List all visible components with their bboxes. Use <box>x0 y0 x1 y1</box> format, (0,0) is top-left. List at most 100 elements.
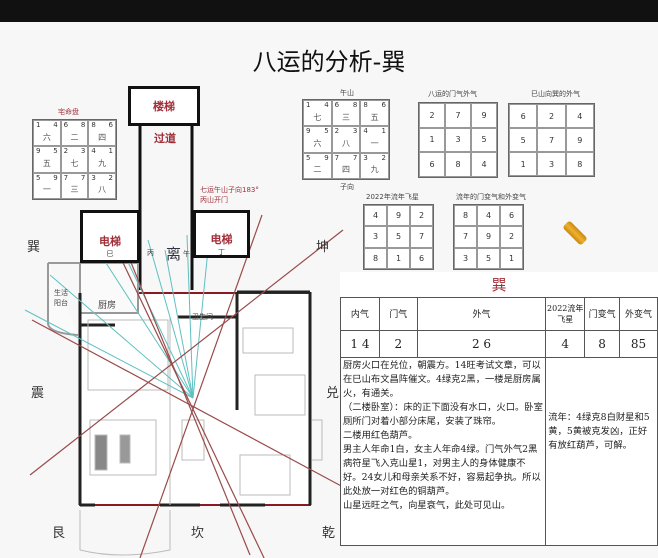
stairs-box: 楼梯 <box>128 86 200 126</box>
grid-cell: 7 <box>537 128 566 152</box>
star-number: 6 <box>108 121 113 129</box>
table-title: 巽 <box>340 272 658 298</box>
elevator-right-label: 电梯 <box>210 233 233 246</box>
period-numeral: 二 <box>70 132 79 142</box>
sight-ray <box>164 249 194 399</box>
header-cell: 门气 <box>378 296 418 331</box>
header-cell: 2022流年飞星 <box>545 296 586 331</box>
star-number: 7 <box>80 173 86 182</box>
analysis-left-text: 厨房火口在兑位，朝震方。14旺考试文章，可以在巳山布文昌阵催文。4绿克2黑，一楼… <box>339 356 547 546</box>
text-paragraph: 二楼用红色葫芦。 <box>343 429 418 441</box>
star-number: 9 <box>324 153 329 162</box>
grid-cell: 1 <box>387 247 410 269</box>
wu-chart-bottom-label: 子向 <box>340 183 354 191</box>
analysis-table: 巽 内气 门气 外气 2022流年飞星 门变气 外变气 1 4 2 2 6 4 … <box>339 272 658 546</box>
grid-cell: 2 <box>410 205 433 227</box>
direction-li: 离 <box>166 245 182 263</box>
value-cell: 8 <box>584 329 621 358</box>
grid-change-label: 流年的门变气和外变气 <box>456 193 526 201</box>
grid-cell: 5 <box>477 247 500 269</box>
sight-ray <box>192 229 211 399</box>
period-numeral: 八 <box>341 138 350 148</box>
star-number: 2 <box>108 173 113 182</box>
period-numeral: 八 <box>98 185 107 195</box>
floor-plan <box>24 125 345 558</box>
period-numeral: 二 <box>313 165 322 175</box>
grid-cell: 3 <box>445 127 471 153</box>
direction-kan: 坎 <box>191 526 205 541</box>
elevator-right: 电梯丁 <box>193 210 250 258</box>
star-number: 3 <box>91 173 96 182</box>
grid-cell: 5 <box>387 226 410 248</box>
star-number: 8 <box>363 101 368 109</box>
star-number: 7 <box>63 173 69 182</box>
grid-cell: 7 <box>410 226 433 248</box>
grid-cell: 9 <box>471 103 497 128</box>
sight-ray <box>24 309 194 399</box>
toilet-label: 卫生间 <box>192 313 213 321</box>
star-number: 6 <box>381 101 386 109</box>
bing-label: 丙 <box>147 249 154 257</box>
grid-cell: 6 <box>410 247 433 269</box>
star-number: 1 <box>381 127 386 136</box>
header-cell: 门变气 <box>584 296 621 331</box>
sight-ray <box>49 274 194 399</box>
sector-line <box>104 224 265 558</box>
elevator-left-label: 电梯 <box>99 235 121 248</box>
star-number: 1 <box>108 147 113 156</box>
grid-cell: 3 <box>364 226 387 248</box>
grid-cell: 1 <box>500 247 523 269</box>
star-number: 6 <box>334 101 340 109</box>
analysis-right-text: 流年：4绿克8白财星和5黄，5黄被克发凶，正好有放红葫芦，可解。 <box>545 356 658 546</box>
star-number: 7 <box>334 153 340 162</box>
star-number: 9 <box>36 147 41 156</box>
sight-ray <box>186 234 194 399</box>
period-numeral: 六 <box>42 132 51 142</box>
grid-cell: 2 <box>500 226 523 248</box>
star-number: 7 <box>352 153 358 162</box>
period-numeral: 六 <box>313 138 322 148</box>
grid-2022-label: 2022年流年飞星 <box>366 193 419 201</box>
period-numeral: 四 <box>98 132 107 142</box>
grid-cell: 8 <box>454 205 477 227</box>
text-paragraph: （二楼卧室）：床的正下面没有水口，火口。卧室厕所门对着小部分床尾，安装了珠帘。 <box>343 401 543 427</box>
period-numeral: 九 <box>98 158 107 168</box>
page-title: 八运的分析-巽 <box>252 48 406 76</box>
star-number: 9 <box>53 173 58 182</box>
grid-cell: 9 <box>387 205 410 227</box>
star-number: 8 <box>352 101 358 109</box>
direction-qian: 乾 <box>322 526 336 541</box>
grid-cell: 1 <box>509 152 538 176</box>
sector-line <box>139 214 263 558</box>
grid-cell: 6 <box>419 152 445 177</box>
grid-cell: 8 <box>364 247 387 269</box>
grid-cell: 3 <box>537 152 566 176</box>
grid-cell: 8 <box>445 152 471 177</box>
value-cell: 4 <box>545 329 586 358</box>
grid-cell: 7 <box>454 226 477 248</box>
elevator-left: 电梯巳 <box>80 210 140 263</box>
direction-xun: 巽 <box>27 240 41 255</box>
elevator-right-sub: 丁 <box>218 248 225 256</box>
period-numeral: 三 <box>341 112 350 122</box>
grid-cell: 3 <box>454 247 477 269</box>
value-cell: 1 4 <box>340 329 380 358</box>
header-cell: 外气 <box>416 296 547 331</box>
grid-cell: 9 <box>477 226 500 248</box>
star-number: 5 <box>306 153 311 162</box>
pencil-icon <box>562 220 588 246</box>
grid-cell: 9 <box>565 128 594 152</box>
sector-line <box>129 259 251 556</box>
